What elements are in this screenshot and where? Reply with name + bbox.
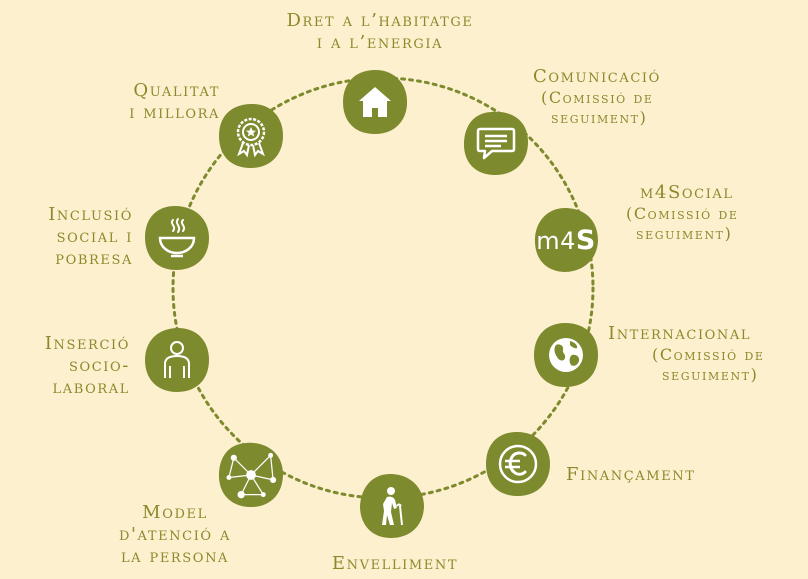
- label-qualitat-line-1: Qualitat: [133, 80, 220, 101]
- soup-bowl-icon: [158, 218, 196, 258]
- label-financament-title: Finançament: [566, 464, 696, 485]
- label-insercio-line-3: laboral: [52, 377, 130, 398]
- label-inclusio-line-3: pobresa: [55, 248, 133, 269]
- node-internacional[interactable]: [531, 320, 601, 390]
- node-qualitat[interactable]: [216, 101, 286, 171]
- label-inclusio: Inclusió social i pobresa: [0, 204, 133, 270]
- speech-bubble-icon: [476, 127, 516, 160]
- house-icon: [359, 87, 391, 117]
- label-model-line-3: la persona: [120, 546, 230, 567]
- label-comunicacio-sub-2: seguiment): [551, 108, 648, 127]
- m4s-logo-text-bold: S: [575, 224, 596, 256]
- award-icon: [236, 117, 266, 158]
- globe-icon: [549, 338, 583, 372]
- node-habitatge[interactable]: [340, 67, 410, 137]
- label-internacional-sub-1: (Comissió de: [652, 345, 765, 364]
- label-habitatge-line-2: i a l’energia: [316, 32, 444, 53]
- network-icon: [226, 452, 277, 499]
- label-inclusio-line-1: Inclusió: [48, 204, 133, 225]
- label-financament: Finançament: [566, 464, 766, 486]
- label-comunicacio-title: Comunicació: [533, 66, 661, 87]
- node-blob: [219, 103, 283, 168]
- node-blob: [534, 207, 598, 272]
- node-envelliment[interactable]: [357, 471, 427, 541]
- label-envelliment: Envelliment: [300, 553, 490, 575]
- label-comunicacio-sub-1: (Comissió de: [541, 88, 654, 107]
- label-habitatge: Dret a l’habitatge i a l’energia: [250, 10, 510, 54]
- label-model-line-2: d'atenció a: [118, 524, 232, 545]
- node-insercio[interactable]: [142, 325, 212, 395]
- node-m4social[interactable]: m4S: [531, 205, 601, 275]
- label-comunicacio: Comunicació (Comissió de seguiment): [533, 66, 713, 128]
- node-blob: [486, 431, 550, 496]
- person-icon: [164, 341, 190, 378]
- label-inclusio-line-2: social i: [56, 226, 133, 247]
- m4s-logo: m4S: [536, 225, 596, 256]
- label-m4social-title: m4Social: [640, 182, 734, 203]
- node-blob: [463, 111, 528, 175]
- label-insercio-line-1: Inserció: [44, 333, 130, 354]
- m4s-logo-text: m4: [536, 226, 576, 255]
- node-financament[interactable]: [483, 429, 553, 499]
- node-blob: [145, 328, 209, 392]
- node-blob: [360, 473, 424, 538]
- label-qualitat-line-2: i millora: [129, 102, 220, 123]
- label-m4social-sub-1: (Comissió de: [626, 204, 739, 223]
- label-model-line-1: Model: [142, 502, 208, 523]
- label-m4social-sub-2: seguiment): [636, 224, 733, 243]
- label-m4social: m4Social (Comissió de seguiment): [620, 182, 780, 244]
- label-internacional-title: Internacional: [608, 323, 752, 344]
- elderly-person-icon: [382, 487, 403, 526]
- label-model: Model d'atenció a la persona: [100, 502, 250, 568]
- node-inclusio[interactable]: [142, 203, 212, 273]
- label-insercio-line-2: socio-: [69, 355, 130, 376]
- euro-icon: [498, 444, 538, 484]
- label-internacional-sub-2: seguiment): [662, 365, 759, 384]
- label-qualitat: Qualitat i millora: [80, 80, 220, 124]
- label-envelliment-title: Envelliment: [331, 553, 459, 574]
- label-habitatge-line-1: Dret a l’habitatge: [286, 10, 474, 31]
- node-comunicacio[interactable]: [461, 108, 531, 178]
- label-internacional: Internacional (Comissió de seguiment): [608, 323, 808, 385]
- node-model[interactable]: [216, 440, 286, 510]
- label-insercio: Inserció socio- laboral: [0, 333, 130, 399]
